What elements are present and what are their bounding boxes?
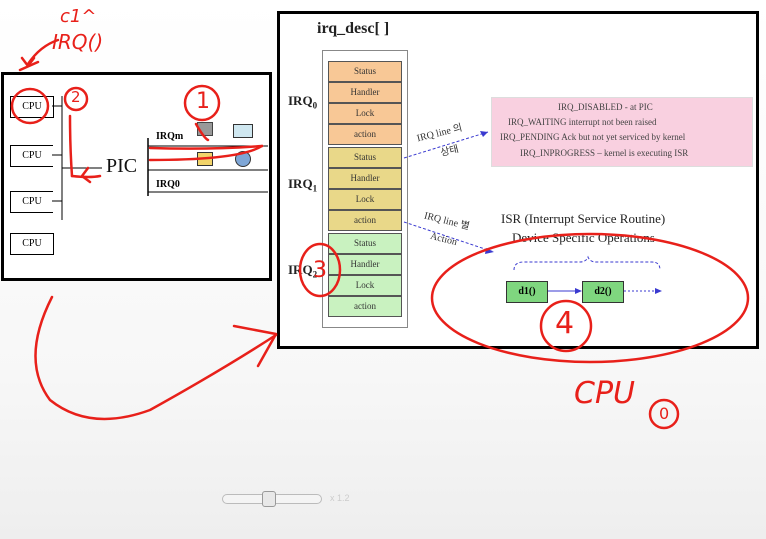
playback-slider-knob[interactable] — [262, 491, 276, 507]
isr-title: ISR (Interrupt Service Routine) — [501, 211, 666, 226]
irq0-sub: 0 — [312, 100, 318, 111]
status-line-pending: IRQ_PENDING Ack but not yet serviced by … — [500, 132, 686, 142]
irq0-line-label: IRQ0 — [156, 179, 180, 190]
desc2-lock: Lock — [328, 275, 402, 296]
desc0-status: Status — [328, 61, 402, 82]
note-circle-3: 3 — [313, 258, 327, 283]
irq2-sub: 2 — [312, 269, 318, 280]
playback-speed-label: x 1.2 — [330, 493, 350, 503]
irq1-text: IRQ — [288, 176, 313, 191]
status-line-waiting: IRQ_WAITING interrupt not been raised — [508, 117, 657, 127]
note-circle-2: 2 — [71, 88, 81, 106]
d1-function-box: d1() — [506, 281, 548, 303]
desc0-lock: Lock — [328, 103, 402, 124]
status-line-disabled: IRQ_DISABLED - at PIC — [558, 102, 653, 112]
cpu-box-1: CPU — [10, 145, 53, 167]
desc2-action: action — [328, 296, 402, 317]
desc1-action: action — [328, 210, 402, 231]
descriptor-column — [322, 50, 408, 328]
status-line-inprogress: IRQ_INPROGRESS – kernel is executing ISR — [520, 148, 689, 158]
irq-m-label: IRQm — [156, 131, 184, 142]
note-cpu0: CPU — [574, 376, 635, 411]
cpu-box-0: CPU — [10, 96, 54, 118]
note-circle-4: 4 — [555, 306, 575, 341]
desc1-lock: Lock — [328, 189, 402, 210]
irq0-text: IRQ — [288, 93, 313, 108]
note-cpu0-sub: 0 — [659, 404, 670, 423]
d2-function-box: d2() — [582, 281, 624, 303]
irq0-label: IRQ0 — [288, 93, 317, 111]
irq1-label: IRQ1 — [288, 176, 317, 194]
desc0-action: action — [328, 124, 402, 145]
desc2-status: Status — [328, 233, 402, 254]
cpu-box-2: CPU — [10, 191, 53, 213]
desc1-handler: Handler — [328, 168, 402, 189]
irq1-sub: 1 — [312, 183, 318, 194]
monitor-icon — [233, 124, 253, 138]
note-circle-1: 1 — [196, 89, 210, 114]
desc2-handler: Handler — [328, 254, 402, 275]
pic-label: PIC — [106, 155, 138, 177]
note-topleft-line1: c1^ — [60, 6, 97, 27]
irq-status-box — [491, 97, 753, 167]
desc0-handler: Handler — [328, 82, 402, 103]
note-topleft-line2: IRQ() — [52, 30, 104, 54]
cpu-box-3: CPU — [10, 233, 54, 255]
desc1-status: Status — [328, 147, 402, 168]
irq-desc-title: irq_desc[ ] — [317, 20, 390, 37]
